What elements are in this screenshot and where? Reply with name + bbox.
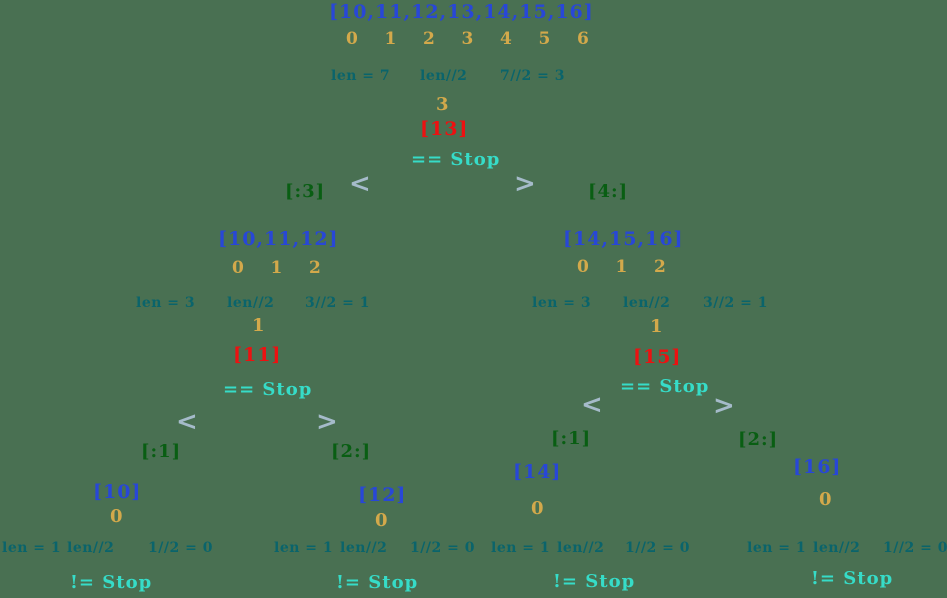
leaf-10-halve-label: len//2 (67, 540, 115, 556)
root-index-0: 0 (346, 29, 358, 49)
root-halve-label: len//2 (420, 68, 468, 84)
right-node-halve-label: len//2 (623, 295, 671, 311)
root-greater-than-arrow-icon: > (514, 169, 536, 199)
leaf-16-index: 0 (819, 489, 832, 510)
leaf-16-len-label: len = 1 (747, 540, 807, 556)
leaf-10-len-label: len = 1 (2, 540, 62, 556)
right-node-stop-label: == Stop (620, 376, 710, 397)
leaf-12-calc-label: 1//2 = 0 (410, 540, 475, 556)
leaf-16-calc-label: 1//2 = 0 (883, 540, 947, 556)
right-node-array-label: [14,15,16] (563, 228, 684, 250)
root-index-3: 3 (461, 29, 474, 49)
root-index-1: 1 (384, 29, 397, 49)
root-index-5: 5 (538, 29, 551, 49)
left-node-less-than-arrow-icon: < (176, 407, 198, 437)
right-node-index-2: 2 (654, 257, 666, 277)
root-mid-index: 3 (436, 94, 449, 115)
left-node-array-label: [10,11,12] (218, 228, 339, 250)
root-less-than-arrow-icon: < (349, 169, 371, 199)
left-node-halve-label: len//2 (227, 295, 275, 311)
root-len-label: len = 7 (331, 68, 391, 84)
root-indices-row: 0 1 2 3 4 5 6 (346, 31, 616, 48)
right-node-len-label: len = 3 (532, 295, 592, 311)
left-node-left-slice-label: [:1] (141, 441, 182, 462)
left-node-stop-label: == Stop (223, 379, 313, 400)
leaf-14-array-label: [14] (513, 461, 562, 483)
left-node-mid-index: 1 (252, 315, 265, 336)
root-calc-label: 7//2 = 3 (500, 68, 565, 84)
root-mid-element: [13] (420, 118, 469, 140)
root-array-label: [10,11,12,13,14,15,16] (329, 1, 594, 23)
leaf-12-len-label: len = 1 (274, 540, 334, 556)
root-index-4: 4 (500, 29, 512, 49)
leaf-10-stop-label: != Stop (70, 572, 153, 593)
leaf-12-index: 0 (375, 510, 388, 531)
left-node-greater-than-arrow-icon: > (316, 407, 338, 437)
right-node-right-slice-label: [2:] (738, 429, 779, 450)
right-node-less-than-arrow-icon: < (581, 390, 603, 420)
leaf-14-len-label: len = 1 (491, 540, 551, 556)
root-left-slice-label: [:3] (285, 181, 326, 202)
left-node-right-slice-label: [2:] (331, 441, 372, 462)
right-node-left-slice-label: [:1] (551, 428, 592, 449)
root-right-slice-label: [4:] (588, 181, 629, 202)
right-node-index-0: 0 (577, 257, 589, 277)
left-node-index-1: 1 (270, 258, 283, 278)
right-node-calc-label: 3//2 = 1 (703, 295, 768, 311)
leaf-16-array-label: [16] (793, 456, 842, 478)
left-node-index-2: 2 (309, 258, 321, 278)
leaf-10-array-label: [10] (93, 481, 142, 503)
left-node-indices-row: 0 1 2 (232, 260, 348, 277)
root-stop-label: == Stop (411, 149, 501, 170)
left-node-len-label: len = 3 (136, 295, 196, 311)
left-node-mid-element: [11] (233, 344, 282, 366)
right-node-indices-row: 0 1 2 (577, 259, 693, 276)
leaf-12-halve-label: len//2 (340, 540, 388, 556)
right-node-mid-index: 1 (650, 316, 663, 337)
leaf-14-calc-label: 1//2 = 0 (625, 540, 690, 556)
leaf-12-array-label: [12] (358, 484, 407, 506)
leaf-14-stop-label: != Stop (553, 571, 636, 592)
leaf-16-stop-label: != Stop (811, 568, 894, 589)
right-node-mid-element: [15] (633, 346, 682, 368)
leaf-12-stop-label: != Stop (336, 572, 419, 593)
root-index-2: 2 (423, 29, 435, 49)
left-node-calc-label: 3//2 = 1 (305, 295, 370, 311)
root-index-6: 6 (577, 29, 589, 49)
leaf-16-halve-label: len//2 (813, 540, 861, 556)
leaf-10-index: 0 (110, 506, 123, 527)
leaf-14-halve-label: len//2 (557, 540, 605, 556)
leaf-14-index: 0 (531, 498, 544, 519)
right-node-index-1: 1 (615, 257, 628, 277)
left-node-index-0: 0 (232, 258, 244, 278)
leaf-10-calc-label: 1//2 = 0 (148, 540, 213, 556)
right-node-greater-than-arrow-icon: > (713, 391, 735, 421)
